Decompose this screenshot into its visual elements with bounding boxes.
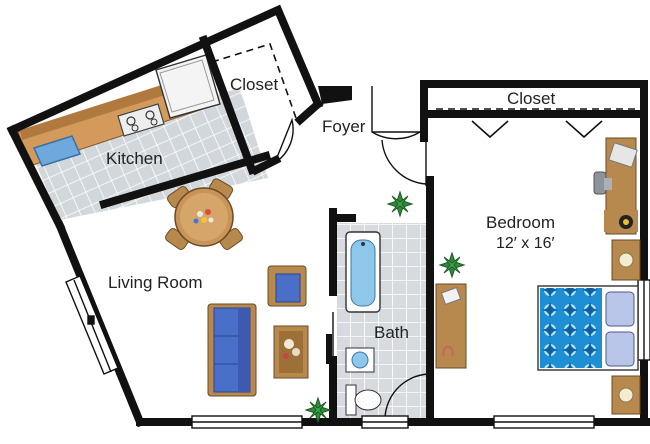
toilet-icon — [345, 384, 382, 416]
nightstand-icon — [611, 239, 641, 415]
label-bedroom-dims: 12′ x 16′ — [496, 235, 554, 252]
label-living-room: Living Room — [108, 273, 203, 292]
stove-icon — [117, 103, 165, 137]
dining-table-icon — [165, 178, 243, 250]
foyer-column — [318, 86, 352, 104]
armchair-icon — [267, 265, 307, 307]
coffee-table-icon — [273, 325, 309, 379]
label-closet-left: Closet — [230, 75, 278, 94]
label-closet-right: Closet — [507, 89, 555, 108]
label-kitchen: Kitchen — [106, 149, 163, 168]
windows — [65, 275, 650, 429]
door-swings — [275, 86, 429, 423]
label-bedroom: Bedroom — [486, 213, 555, 232]
plant-icon — [304, 190, 466, 424]
sofa-icon — [207, 303, 257, 397]
dresser-icon — [435, 283, 467, 369]
sink-icon — [32, 135, 82, 167]
closet-left-rod — [211, 43, 297, 119]
closet-doors — [471, 120, 603, 139]
bath-sink-icon — [345, 347, 375, 373]
refrigerator-icon — [155, 54, 221, 119]
bed-icon — [537, 285, 639, 371]
tv-icon — [326, 312, 334, 386]
desk-chair-icon — [593, 171, 612, 195]
kitchen-floor — [30, 88, 268, 220]
label-bath: Bath — [374, 323, 409, 342]
bathtub-icon — [345, 231, 381, 313]
label-foyer: Foyer — [322, 117, 366, 136]
